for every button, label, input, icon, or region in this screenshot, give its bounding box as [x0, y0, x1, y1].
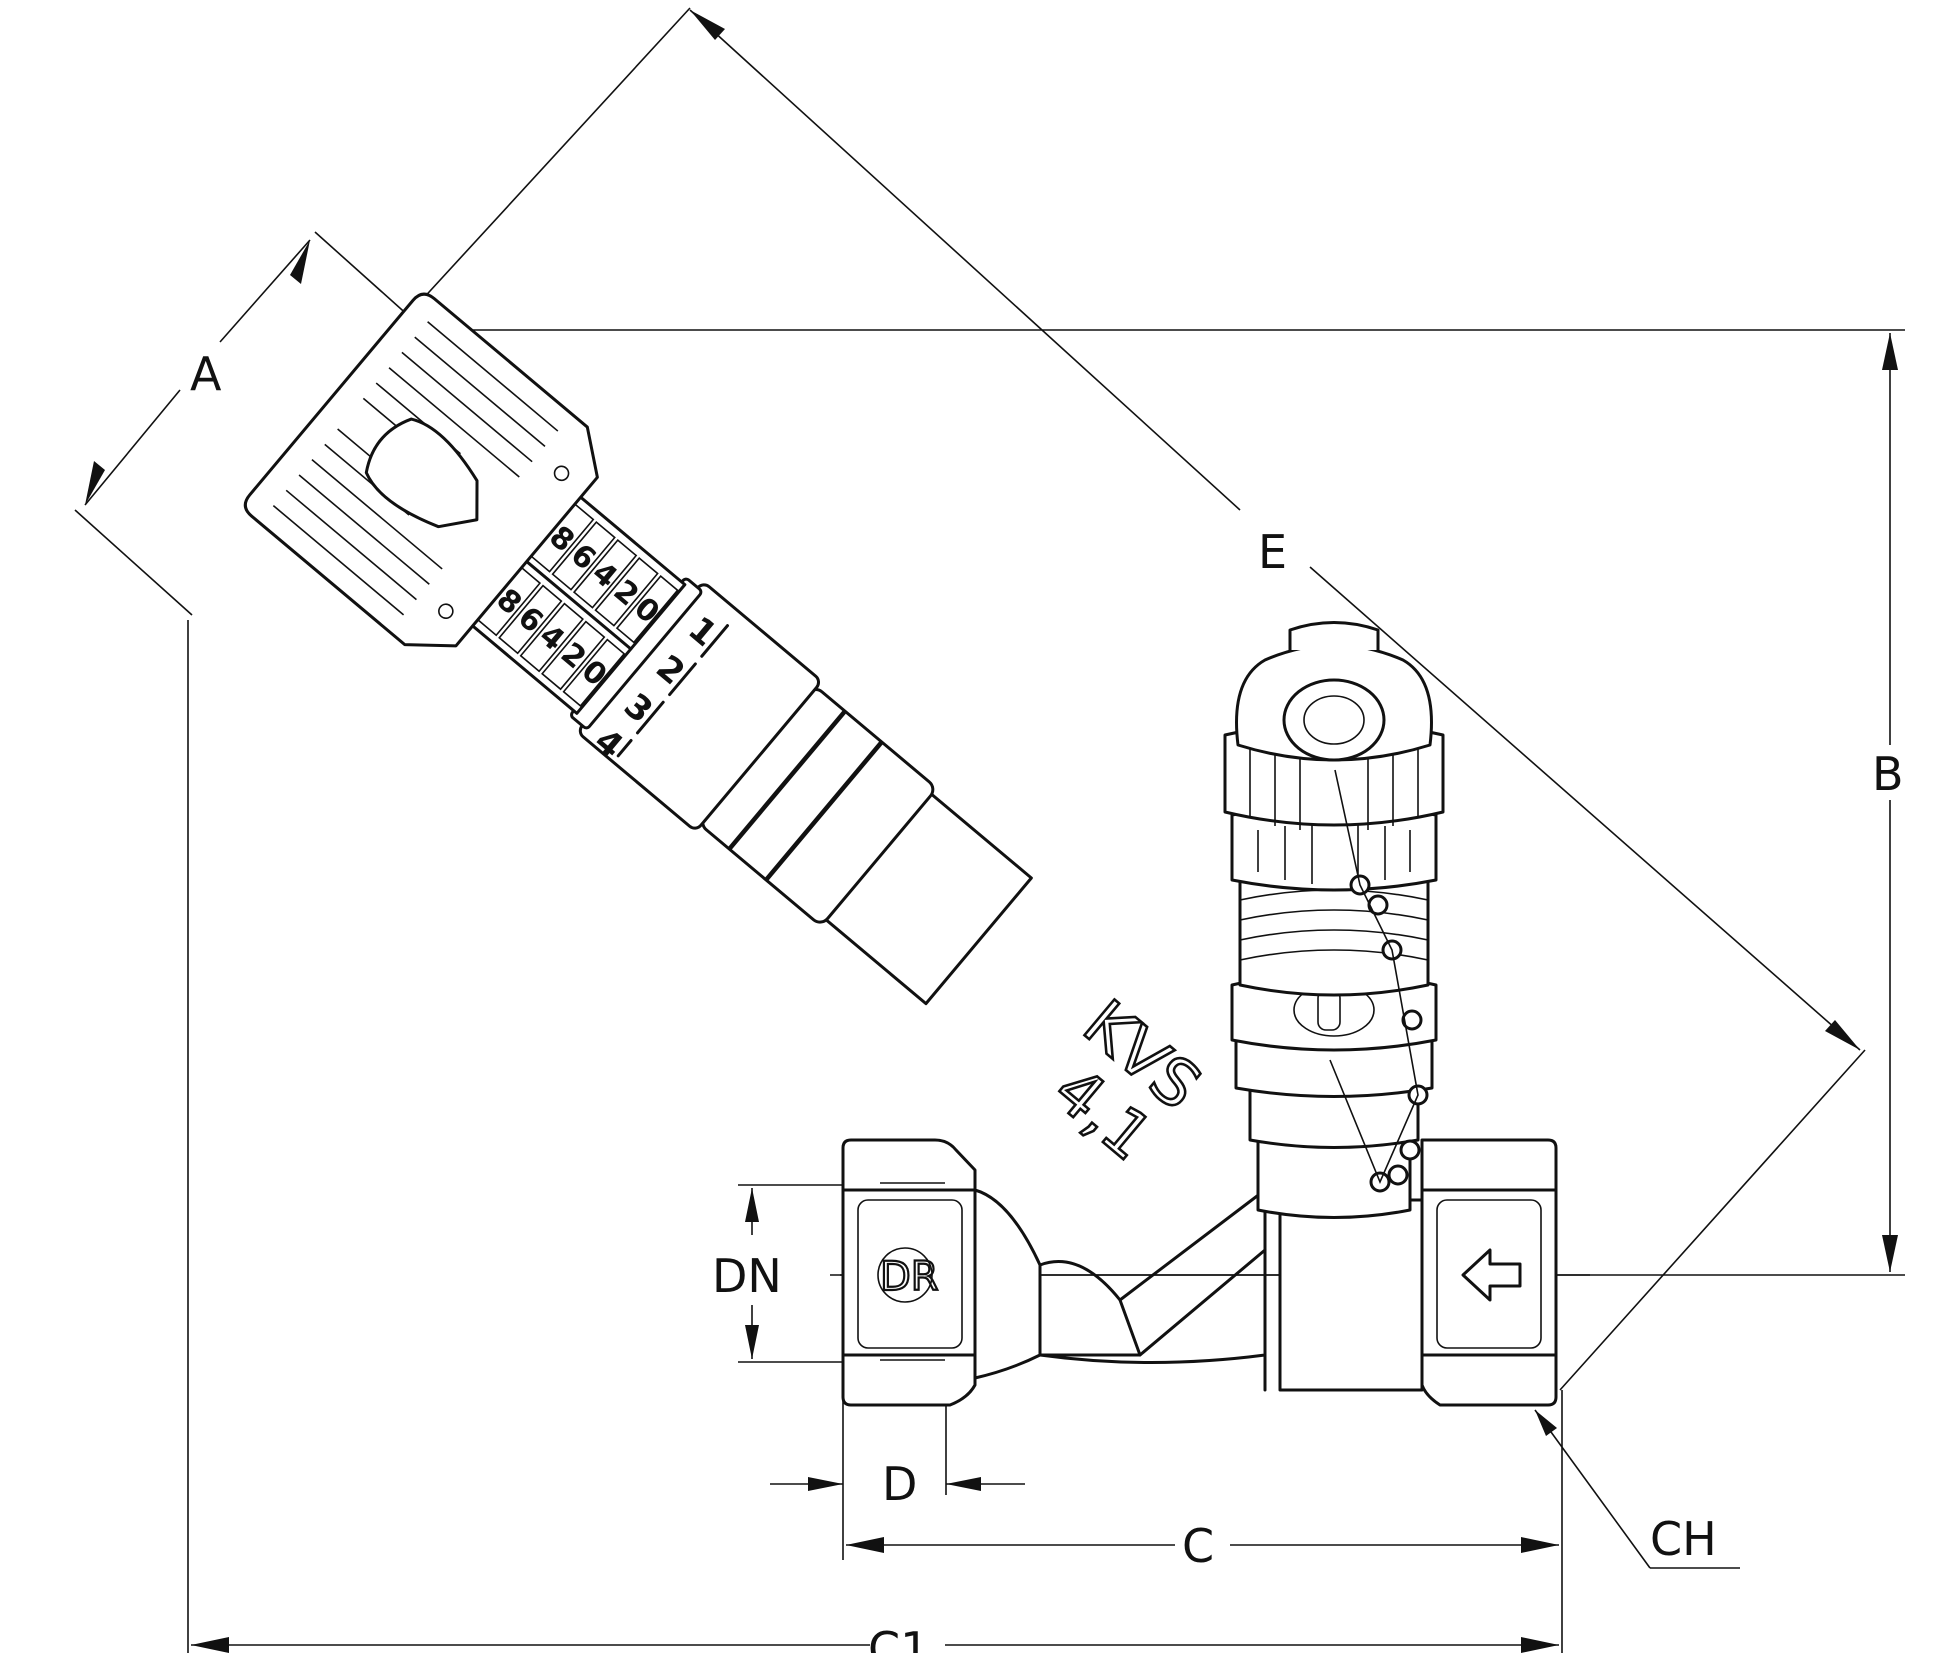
manufacturer-logo: DR [877, 1247, 940, 1303]
dim-label-d: D [882, 1457, 917, 1511]
dimension-lines [74, 7, 1905, 1653]
dim-label-e: E [1258, 525, 1287, 579]
dim-label-c1: C1 [868, 1622, 929, 1653]
kvs-marking: KVS 4,1 [1038, 985, 1215, 1176]
dim-label-a: A [190, 347, 222, 401]
dimension-labels: A E B DN D C C1 CH [190, 347, 1904, 1653]
measuring-port [1223, 621, 1445, 1219]
svg-text:DR: DR [880, 1254, 939, 1300]
dim-label-ch: CH [1650, 1512, 1717, 1566]
dim-label-b: B [1872, 747, 1904, 801]
valve-body: DR [841, 1138, 1558, 1407]
handwheel-ribs [272, 321, 559, 616]
flow-arrow-icon [1461, 1248, 1522, 1302]
cap-chain [1329, 769, 1429, 1193]
dim-label-dn: DN [712, 1249, 782, 1303]
dim-label-c: C [1182, 1519, 1214, 1573]
handwheel-assembly: 1 2 3 4 8 6 4 2 0 8 6 4 2 0 [243, 292, 1033, 1006]
